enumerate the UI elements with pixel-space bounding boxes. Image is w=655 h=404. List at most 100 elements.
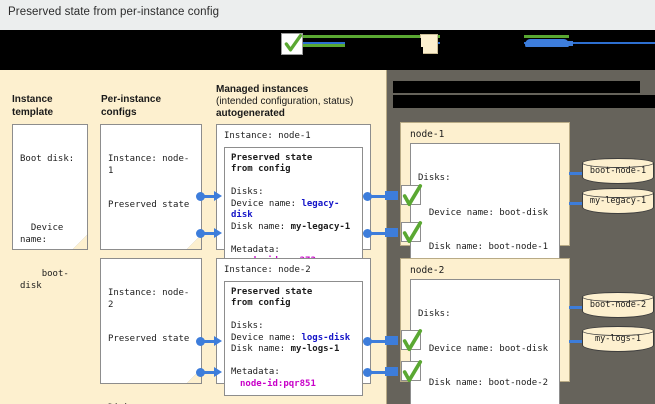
mi1-spacer1 bbox=[231, 176, 356, 188]
legend-redaction-left bbox=[0, 30, 281, 70]
legend-redaction-a bbox=[345, 38, 421, 47]
disk-label-my-logs-1: my-logs-1 bbox=[594, 334, 642, 344]
mi2-disk-row: Disk name: my-logs-1 bbox=[231, 344, 356, 356]
mi2-header: Instance: node-2 bbox=[224, 265, 311, 275]
disk-cylinder-my-legacy-1: my-legacy-1 bbox=[582, 188, 654, 214]
cylinder-top bbox=[582, 188, 654, 198]
n2-boot-device: Device name: boot-disk bbox=[418, 343, 549, 354]
mi2-disk-prefix: Disk name: bbox=[231, 344, 291, 354]
managed-instance-node-2: Instance: node-2 Preserved state from co… bbox=[216, 258, 371, 396]
disk-link-n1-extra bbox=[569, 202, 583, 205]
mi1-device-prefix: Device name: bbox=[231, 198, 302, 209]
connector-square-m2-disk bbox=[385, 336, 398, 345]
connector-line-m1-disk bbox=[370, 195, 386, 198]
connector-line-c1-disk bbox=[203, 195, 215, 198]
instance-template-doc: Boot disk: Device name: boot-disk bbox=[12, 124, 88, 291]
green-check-icon-n1-meta bbox=[401, 221, 423, 244]
cylinder-top bbox=[582, 292, 654, 302]
disk-link-n1-boot bbox=[569, 172, 583, 175]
node-card-node-2: node-2 Disks: Device name: boot-disk Dis… bbox=[400, 258, 570, 404]
connector-arrow-c1-disk bbox=[214, 191, 222, 201]
connector-line-c2-disk bbox=[203, 340, 215, 343]
connector-dot-m1-meta bbox=[363, 229, 372, 238]
connector-dot-c2-meta bbox=[196, 368, 205, 377]
connector-square-m1-disk bbox=[385, 191, 398, 200]
mi1-header: Instance: node-1 bbox=[224, 131, 311, 141]
legend-redaction-mid bbox=[303, 47, 423, 70]
column-header-per-instance-configs: Per-instance configs bbox=[101, 94, 162, 118]
node-card-node-1: node-1 Disks: Device name: boot-disk Dis… bbox=[400, 122, 570, 404]
cylinder-body bbox=[582, 331, 654, 352]
mi2-device-row: Device name: logs-disk bbox=[231, 333, 356, 345]
connector-dot-c2-disk bbox=[196, 337, 205, 346]
green-check-icon-n1-disk bbox=[401, 184, 423, 207]
cylinder-top bbox=[582, 326, 654, 336]
connector-line-m2-meta bbox=[370, 371, 386, 374]
page-fold-inner-icon bbox=[187, 235, 201, 249]
pic2-spacer1 bbox=[108, 369, 194, 381]
page-title: Preserved state from per-instance config bbox=[8, 6, 220, 18]
green-check-icon-n2-meta bbox=[401, 360, 423, 383]
mi1-disks-label: Disks: bbox=[231, 187, 264, 197]
mi1-preserved2: from config bbox=[231, 164, 291, 174]
right-header-redaction-line1 bbox=[393, 81, 640, 93]
disk-link-n2-extra bbox=[569, 340, 583, 343]
mi2-device-prefix: Device name: bbox=[231, 332, 302, 343]
cylinder-body bbox=[582, 193, 654, 214]
instance-template-device-label: Device name: bbox=[20, 223, 69, 245]
disk-cylinder-boot-node-2: boot-node-2 bbox=[582, 292, 654, 318]
connector-dot-m2-disk bbox=[363, 337, 372, 346]
instance-template-line1: Boot disk: bbox=[20, 154, 75, 164]
mi2-disks-label: Disks: bbox=[231, 321, 264, 331]
mi1-preserved-state-box: Preserved state from config Disks: Devic… bbox=[224, 146, 363, 274]
pic2-header2: Preserved state bbox=[108, 334, 190, 344]
n2-disks-label: Disks: bbox=[418, 309, 451, 319]
mi2-disk-value: my-logs-1 bbox=[290, 344, 340, 354]
green-check-icon-n2-disk bbox=[401, 329, 423, 352]
connector-dot-c1-meta bbox=[196, 229, 205, 238]
mi2-metadata-value: node-id:pqr851 bbox=[240, 378, 316, 389]
pic1-header1: Instance: node-1 bbox=[108, 154, 190, 176]
pic1-header2: Preserved state bbox=[108, 200, 190, 210]
connector-arrow-c1-meta bbox=[214, 228, 222, 238]
instance-template-spacer bbox=[20, 189, 80, 201]
column-header-managed-instances-auto: autogenerated bbox=[216, 108, 285, 119]
connector-dot-m2-meta bbox=[363, 368, 372, 377]
page-fold-inner-icon bbox=[73, 235, 87, 249]
column-header-instance-template: Instance template bbox=[12, 94, 54, 118]
cylinder-top bbox=[582, 158, 654, 168]
mi2-preserved-state-box: Preserved state from config Disks: Devic… bbox=[224, 280, 363, 396]
green-check-icon bbox=[281, 33, 303, 55]
cylinder-body bbox=[582, 163, 654, 184]
column-header-managed-instances: Managed instances bbox=[216, 84, 309, 95]
instance-template-device-value: boot-disk bbox=[20, 269, 69, 291]
connector-square-m2-meta bbox=[385, 367, 398, 376]
mi1-disk-value: my-legacy-1 bbox=[290, 221, 351, 232]
mi1-preserved1: Preserved state bbox=[231, 152, 313, 163]
mi1-metadata-label: Metadata: bbox=[231, 244, 280, 255]
per-instance-config-node-2: Instance: node-2 Preserved state Disks: … bbox=[100, 258, 202, 404]
disk-label-my-legacy-1: my-legacy-1 bbox=[589, 196, 647, 206]
connector-dot-m1-disk bbox=[363, 192, 372, 201]
mi2-spacer2 bbox=[231, 356, 356, 368]
mi1-device-row: Device name: legacy-disk bbox=[231, 199, 356, 222]
connector-arrow-c2-meta bbox=[214, 367, 222, 377]
mi1-disk-prefix: Disk name: bbox=[231, 221, 291, 232]
legend-green-line-2 bbox=[297, 44, 345, 47]
right-header-redaction-line2 bbox=[393, 95, 655, 108]
disk-cylinder-my-logs-1: my-logs-1 bbox=[582, 326, 654, 352]
disk-label-boot-node-2: boot-node-2 bbox=[589, 300, 647, 310]
node-2-title: node-2 bbox=[410, 265, 445, 276]
node-2-details: Disks: Device name: boot-disk Disk name:… bbox=[410, 279, 560, 404]
n1-boot-disk: Disk name: boot-node-1 bbox=[418, 242, 549, 252]
n1-disks-label: Disks: bbox=[418, 173, 451, 183]
disk-label-boot-node-1: boot-node-1 bbox=[589, 166, 647, 176]
legend-redaction-b bbox=[440, 34, 524, 47]
mi1-spacer2 bbox=[231, 233, 356, 245]
pic1-spacer1 bbox=[108, 235, 194, 247]
disk-link-n2-boot bbox=[569, 306, 583, 309]
legend-redaction-right bbox=[438, 47, 655, 70]
legend-blue-line bbox=[0, 42, 655, 44]
connector-dot-c1-disk bbox=[196, 192, 205, 201]
